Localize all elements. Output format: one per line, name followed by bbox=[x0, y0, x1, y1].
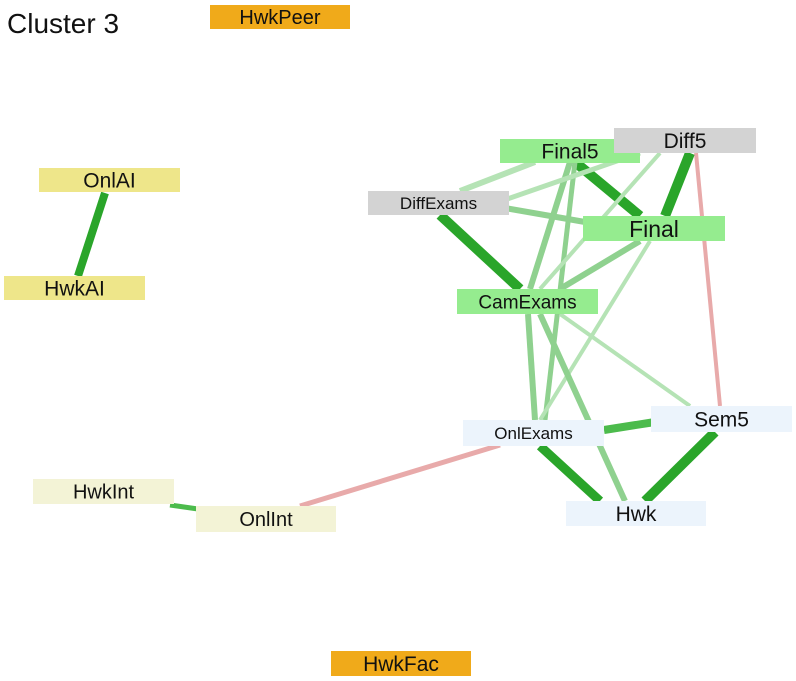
node-box bbox=[196, 506, 336, 532]
node-hwkfac[interactable]: HwkFac bbox=[331, 651, 471, 676]
node-label: Final5 bbox=[541, 141, 598, 164]
node-hwkint[interactable]: HwkInt bbox=[33, 479, 174, 504]
edge-final5-camexams bbox=[527, 161, 573, 290]
node-label: HwkPeer bbox=[239, 7, 320, 29]
node-label: CamExams bbox=[478, 292, 576, 313]
edge-onlexams-sem5 bbox=[603, 418, 656, 434]
node-box bbox=[4, 276, 145, 300]
edge-camexams-hwk bbox=[537, 312, 628, 503]
node-hwk[interactable]: Hwk bbox=[566, 501, 706, 526]
node-label: Final bbox=[629, 216, 679, 242]
node-label: HwkInt bbox=[73, 482, 135, 504]
node-diffexams[interactable]: DiffExams bbox=[368, 191, 509, 215]
edge-final-onlexams bbox=[538, 239, 652, 422]
node-box bbox=[210, 5, 350, 29]
node-label: Sem5 bbox=[694, 409, 749, 432]
node-box bbox=[368, 191, 509, 215]
edge-diffexams-camexams bbox=[436, 211, 524, 293]
node-box bbox=[463, 420, 604, 446]
node-box bbox=[566, 501, 706, 526]
node-box bbox=[614, 128, 756, 153]
node-onlexams[interactable]: OnlExams bbox=[463, 420, 604, 446]
node-label: DiffExams bbox=[400, 194, 477, 213]
node-label: OnlExams bbox=[494, 424, 572, 443]
edge-onlexams-hwk bbox=[536, 442, 604, 505]
node-box bbox=[583, 216, 725, 241]
node-onlai[interactable]: OnlAI bbox=[39, 168, 180, 193]
node-diff5[interactable]: Diff5 bbox=[614, 128, 756, 153]
node-label: Hwk bbox=[616, 503, 657, 526]
node-label: OnlAI bbox=[83, 170, 136, 193]
edge-diffexams-final bbox=[504, 205, 586, 225]
node-box bbox=[457, 289, 598, 314]
edge-final5-diffexams bbox=[458, 159, 537, 194]
node-onlint[interactable]: OnlInt bbox=[196, 506, 336, 532]
node-box bbox=[39, 168, 180, 192]
node-box bbox=[331, 651, 471, 676]
edge-final-camexams bbox=[558, 238, 642, 292]
edge-onlint-onlexams bbox=[299, 442, 501, 509]
node-camexams[interactable]: CamExams bbox=[457, 289, 598, 314]
cluster-title: Cluster 3 bbox=[7, 8, 120, 39]
node-final[interactable]: Final bbox=[583, 216, 725, 242]
node-label: Diff5 bbox=[664, 130, 707, 153]
node-box bbox=[33, 479, 174, 504]
node-sem5[interactable]: Sem5 bbox=[651, 406, 792, 432]
node-hwkpeer[interactable]: HwkPeer bbox=[210, 5, 350, 29]
edge-camexams-onlexams bbox=[525, 313, 538, 421]
edge-diff5-final bbox=[660, 151, 695, 218]
edge-diff5-sem5 bbox=[694, 152, 722, 407]
edge-onlai-hwkai bbox=[74, 191, 109, 278]
edge-camexams-sem5 bbox=[558, 312, 692, 408]
node-box bbox=[651, 406, 792, 432]
node-label: OnlInt bbox=[239, 509, 293, 531]
node-label: HwkFac bbox=[363, 653, 439, 676]
node-label: HwkAI bbox=[44, 278, 105, 301]
edge-sem5-hwk bbox=[641, 428, 719, 505]
node-hwkai[interactable]: HwkAI bbox=[4, 276, 145, 301]
